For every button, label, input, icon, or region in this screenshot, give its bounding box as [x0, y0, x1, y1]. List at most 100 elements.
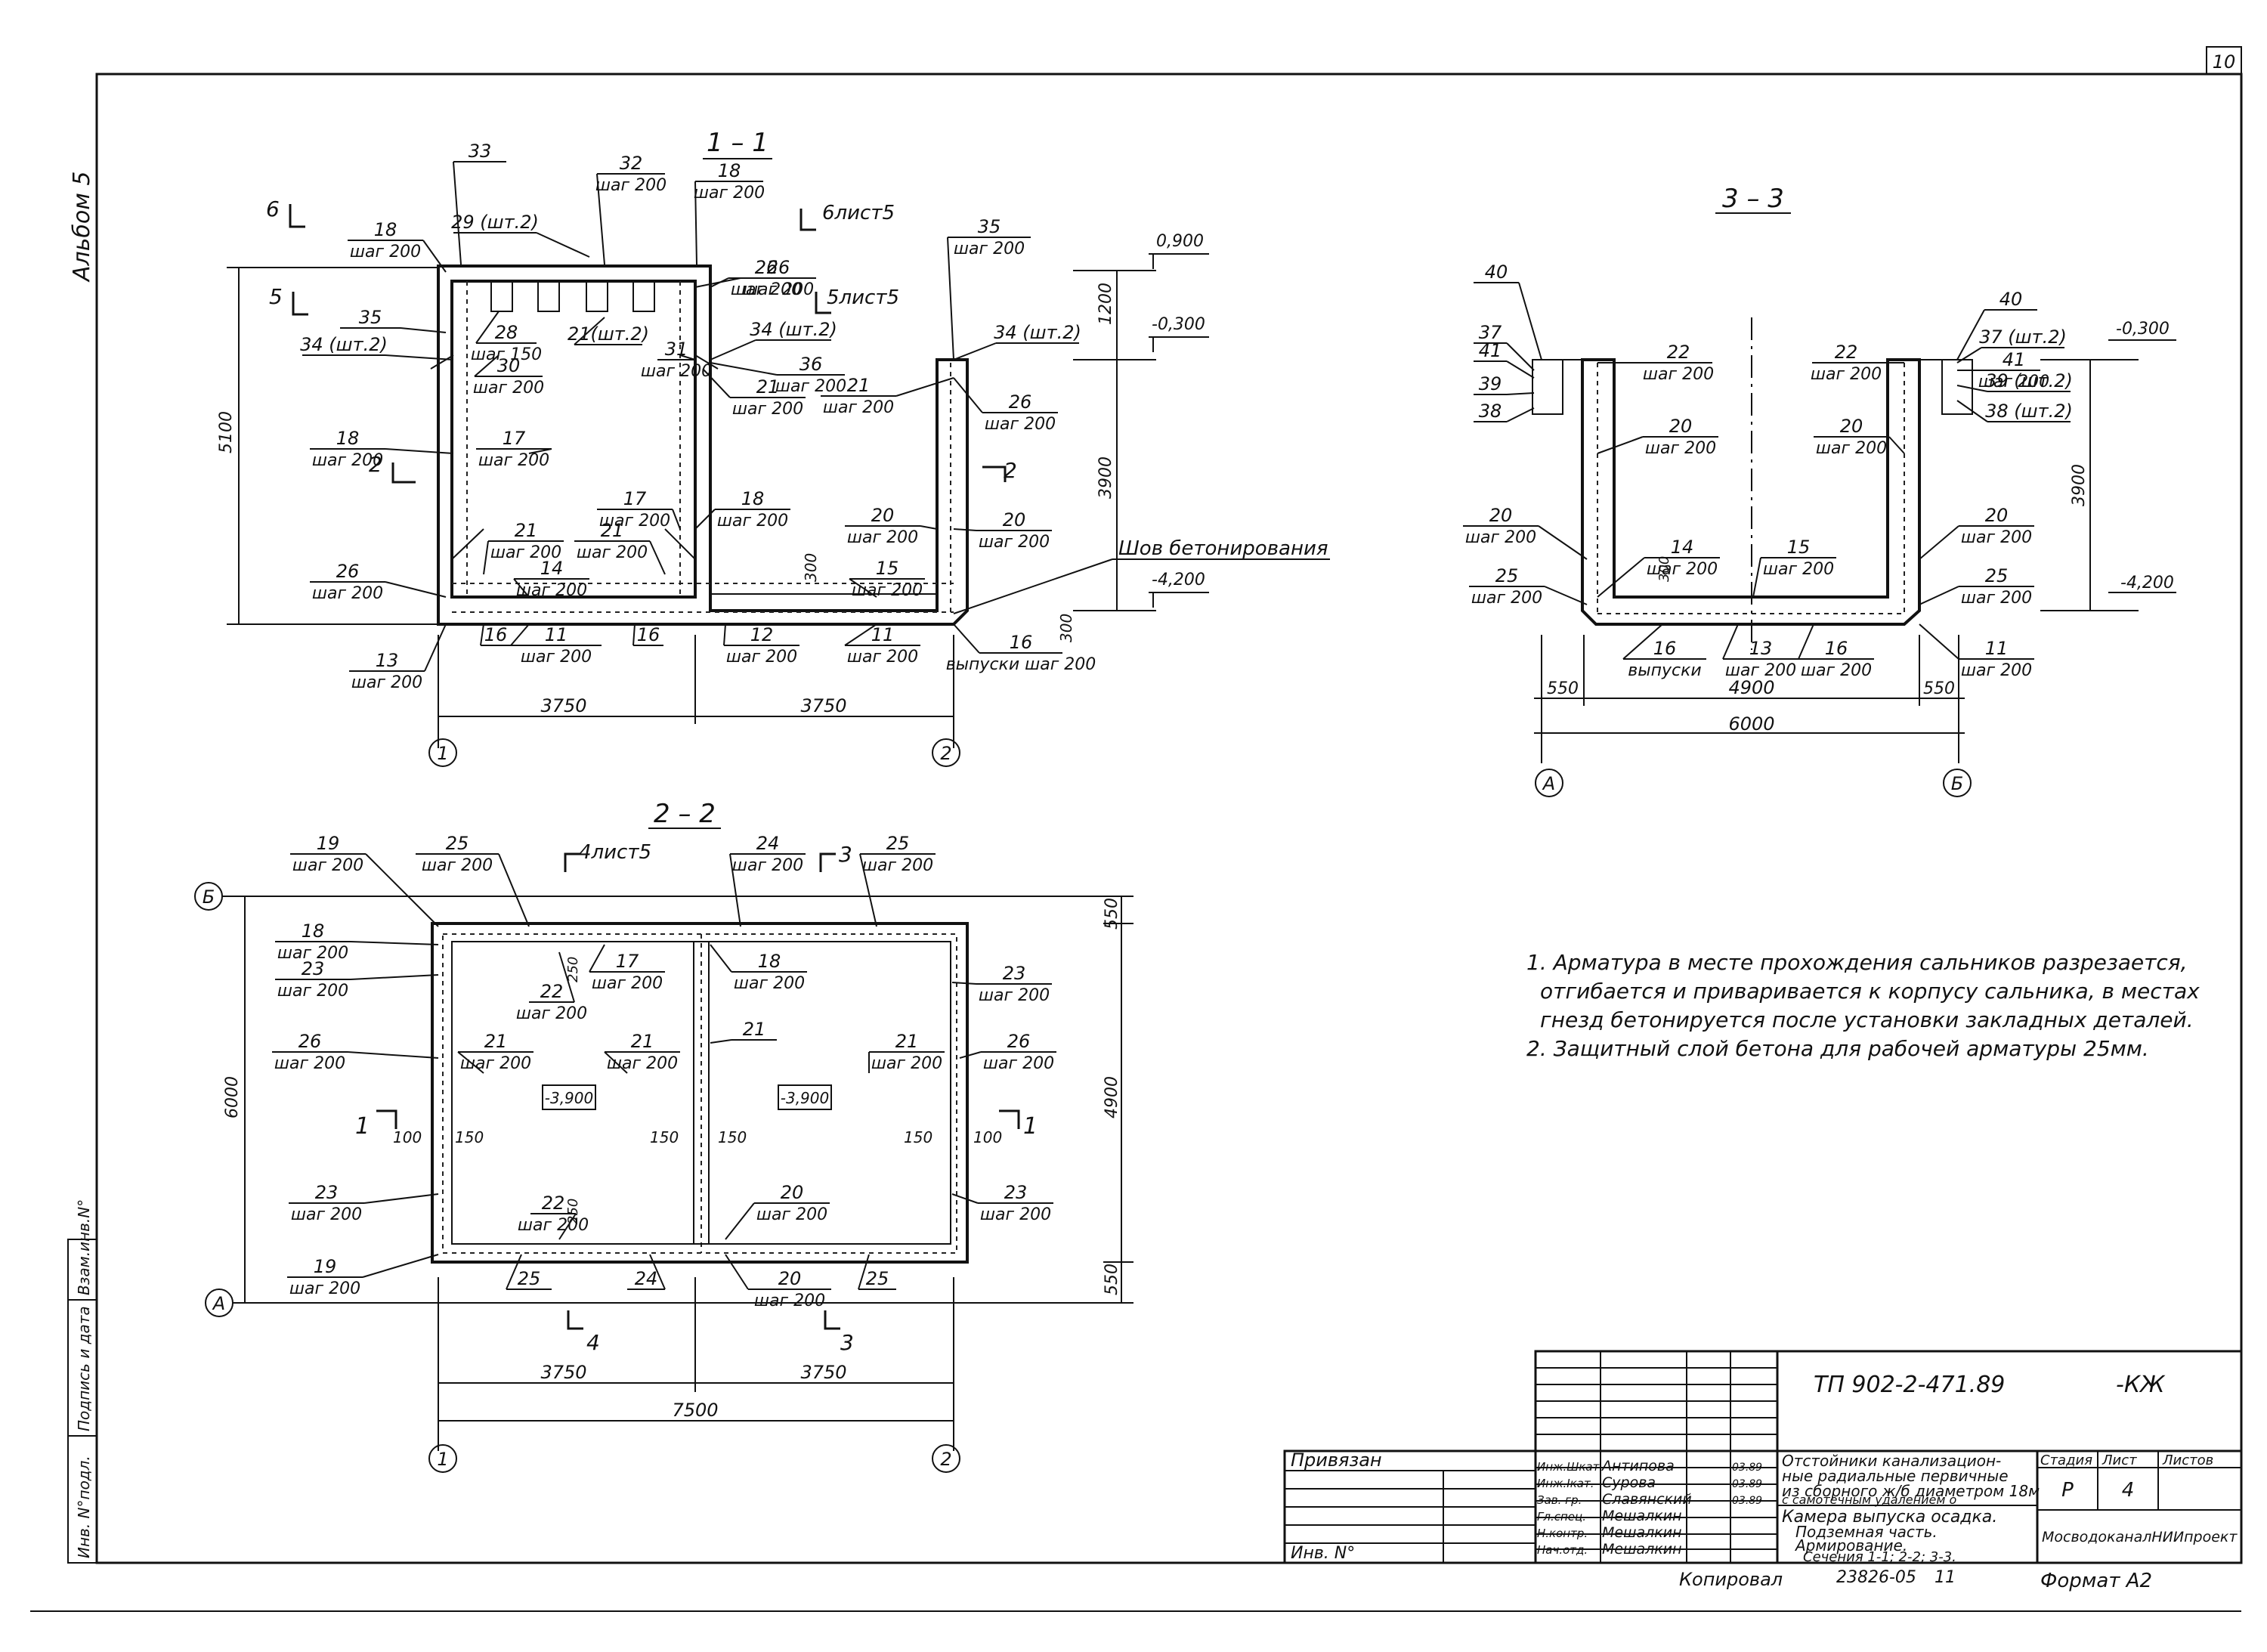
s11-dim-300a: 300	[802, 553, 820, 582]
s22-callout-number: 23	[315, 1182, 339, 1203]
section-2-2: 2 – 2 -3,900 -3,900 Б А 550 4900 550 600…	[194, 799, 1134, 1473]
s22-callout-number: 21	[631, 1031, 654, 1052]
s33-level-m4200: -4,200	[2120, 574, 2174, 592]
s33-callout-number: 22	[1835, 342, 1858, 363]
s22-dim-250a: 250	[565, 957, 581, 982]
tb-staff-date: 03.89	[1732, 1462, 1762, 1474]
album-label: Альбом 5	[69, 172, 95, 283]
s33-callout-step: шаг 200	[1471, 589, 1542, 608]
tb-object-4: с самотечным удалением о	[1782, 1493, 1956, 1507]
s11-callout-number: 18	[718, 160, 741, 181]
s33-callout-number: 37 (шт.2)	[1979, 326, 2067, 348]
s11-callout-number: 21	[601, 520, 624, 541]
s22-callout-number: 20	[781, 1182, 804, 1203]
s22-callout-step: шаг 200	[732, 856, 803, 875]
s22-callout-number: 22	[540, 981, 564, 1002]
s22-callout-step: шаг 200	[734, 974, 805, 993]
s22-level-right: -3,900	[781, 1089, 829, 1107]
s11-callout-number: 30	[497, 355, 521, 376]
s11-callout-number: 21	[847, 375, 871, 396]
s22-callout-step: шаг 200	[754, 1292, 825, 1310]
s22-callout-21: 25	[506, 1254, 552, 1290]
s33-callout-step: шаг 200	[1645, 439, 1716, 458]
s22-dim-6000: 6000	[223, 1076, 242, 1118]
note-line-2: отгибается и приваривается к корпусу сал…	[1540, 979, 2200, 1004]
tb-staff-name: Антипова	[1601, 1458, 1675, 1474]
s33-callout-8: 37 (шт.2)	[1956, 326, 2067, 364]
tb-staff-name: Мешалкин	[1602, 1508, 1682, 1524]
s11-callout-0: 33	[453, 141, 506, 265]
s22-callout-step: шаг 200	[756, 1205, 827, 1224]
s22-mark-1-left: 1	[355, 1113, 370, 1140]
tb-org: МосводоканалНИИпроект	[2042, 1529, 2238, 1545]
s33-axis-b: Б	[1951, 773, 1963, 794]
side-stamp-sign: Подпись и дата	[75, 1306, 93, 1431]
s33-callout-step: шаг 200	[1978, 373, 2049, 391]
s33-callout-number: 11	[1985, 638, 2009, 659]
tb-lists-header: Листов	[2162, 1452, 2213, 1468]
s33-callout-11: 38 (шт.2)	[1956, 400, 2073, 422]
s33-callout-0: 40	[1474, 261, 1542, 360]
s11-callout-step: шаг 200	[312, 584, 383, 603]
s11-dim-height: 5100	[217, 411, 236, 453]
general-notes: 1. Арматура в месте прохождения сальнико…	[1526, 948, 2244, 1063]
s22-dim-100b: 100	[973, 1128, 1002, 1146]
tb-stage-header: Стадия	[2040, 1452, 2092, 1468]
s22-callout-number: 24	[756, 833, 780, 854]
s11-dim-1200: 1200	[1096, 283, 1115, 325]
note-line-3: гнезд бетонируется после установки закла…	[1540, 1007, 2194, 1032]
s22-callout-number: 25	[518, 1268, 541, 1289]
s11-callout-step: шаг 200	[847, 528, 918, 547]
s33-callout-number: 25	[1495, 565, 1519, 586]
tb-staff-role: Инж.Шкат.	[1537, 1460, 1603, 1474]
s11-callout-4: 29 (шт.2)	[451, 212, 590, 258]
section-3-3-title: 3 – 3	[1722, 184, 1784, 214]
s22-callout-2: 24 шаг 200	[729, 833, 806, 927]
tb-staff-role: Гл.спец.	[1537, 1510, 1586, 1524]
s33-callout-number: 25	[1985, 565, 2009, 586]
s11-callout-number: 35	[978, 216, 1001, 237]
s22-dim-100a: 100	[393, 1128, 422, 1146]
tb-staff-role: Нач.отд.	[1537, 1543, 1588, 1557]
s33-callout-step: шаг 200	[1647, 560, 1718, 579]
s11-callout-step: шаг 200	[516, 581, 587, 600]
tb-staff-name: Сурова	[1602, 1474, 1656, 1491]
s33-callout-step: шаг 200	[1465, 528, 1536, 547]
s11-callout-step: шаг 200	[775, 377, 846, 396]
s11-dim-300b: 300	[1057, 614, 1075, 642]
tb-staff-name: Мешалкин	[1602, 1524, 1682, 1541]
s11-axis-1: 1	[437, 743, 448, 764]
s22-axis-1: 1	[437, 1449, 448, 1470]
s11-callout-step: шаг 200	[847, 648, 918, 667]
s22-mark-4-sheet5: 4лист5	[579, 841, 651, 864]
s11-callout-step: шаг 200	[595, 176, 666, 195]
s33-callout-number: 38 (шт.2)	[1985, 401, 2073, 422]
s11-callout-number: 36	[799, 354, 823, 375]
s22-level-left: -3,900	[545, 1089, 593, 1107]
tb-staff-name: Славянский	[1602, 1491, 1692, 1508]
tb-staff-date: 03.89	[1732, 1495, 1762, 1507]
tb-doc-suffix: -КЖ	[2116, 1372, 2166, 1398]
s11-callout-step: шаг 200	[717, 512, 788, 531]
s22-callout-number: 23	[1003, 963, 1026, 984]
s33-callout-number: 37	[1479, 322, 1502, 343]
